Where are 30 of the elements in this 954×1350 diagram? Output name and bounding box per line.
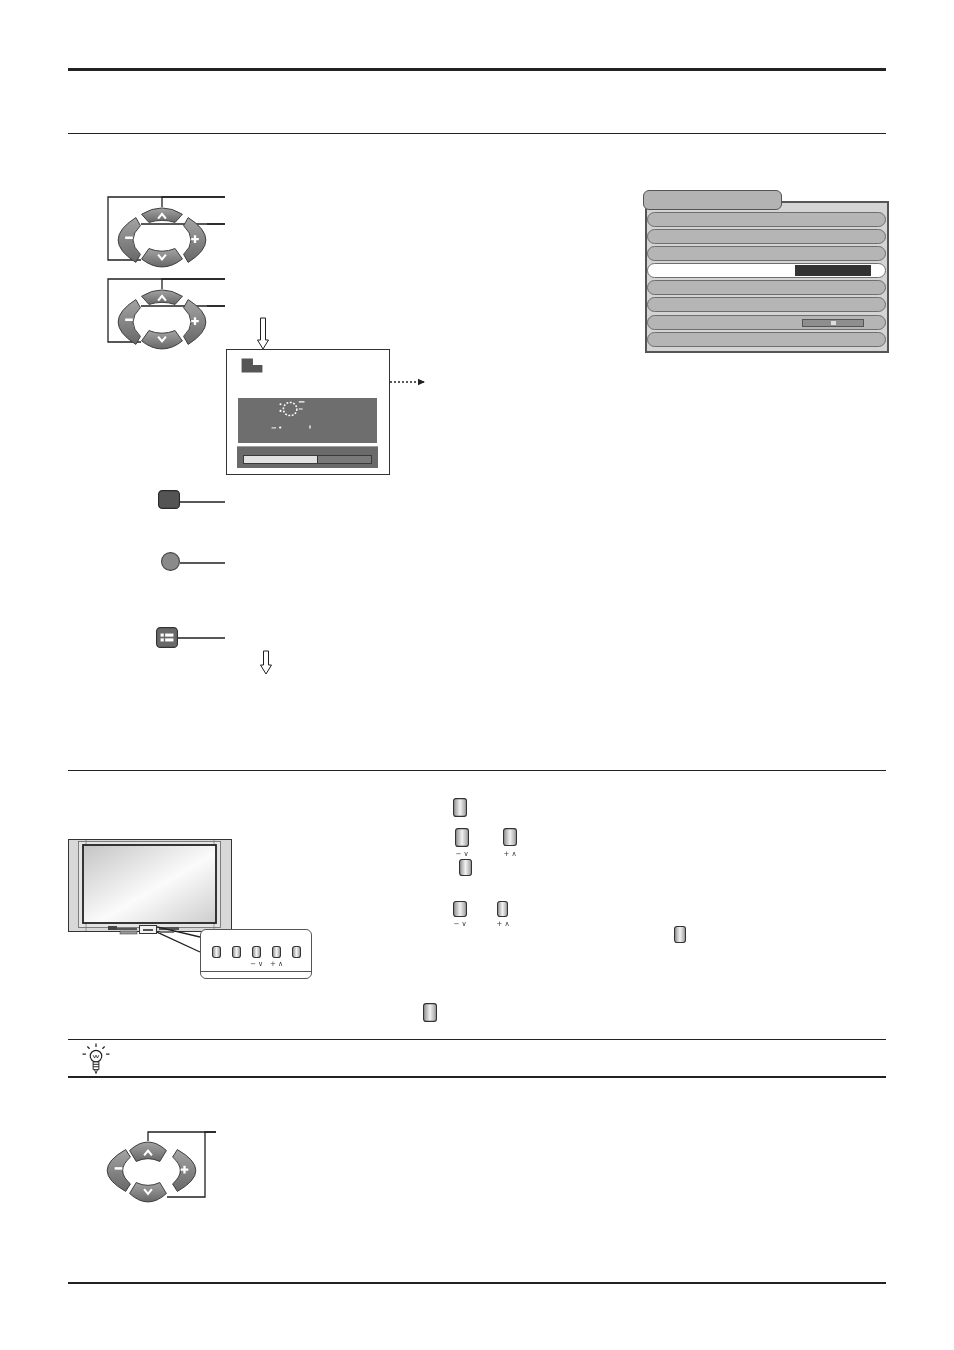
leader-line [206,305,226,307]
plus-button [183,217,207,263]
leader-line [179,501,226,503]
leader-line [107,278,226,343]
screen-display [226,349,390,475]
minus-button [117,299,141,345]
arrow [257,317,269,350]
down-button [141,248,183,268]
leader-line [107,196,226,261]
dotted-arrow [389,378,426,386]
round-button [161,552,180,571]
leader-line [206,223,226,225]
list-button [156,627,178,648]
minus-button [106,1149,131,1192]
callout-panel [200,929,312,979]
leader-line [179,562,226,564]
plus-button [183,299,207,345]
plus-button [172,1149,197,1192]
up-button [141,289,183,305]
leader-line [166,1131,217,1198]
leader-line [177,637,226,639]
callout-line [156,931,201,953]
minus-button [117,217,141,263]
up-button [129,1141,167,1162]
up-button [141,207,183,223]
square-button [158,490,180,509]
down-button [129,1182,167,1203]
control-strip [139,925,157,934]
down-button [141,330,183,350]
callout-line [156,926,201,938]
